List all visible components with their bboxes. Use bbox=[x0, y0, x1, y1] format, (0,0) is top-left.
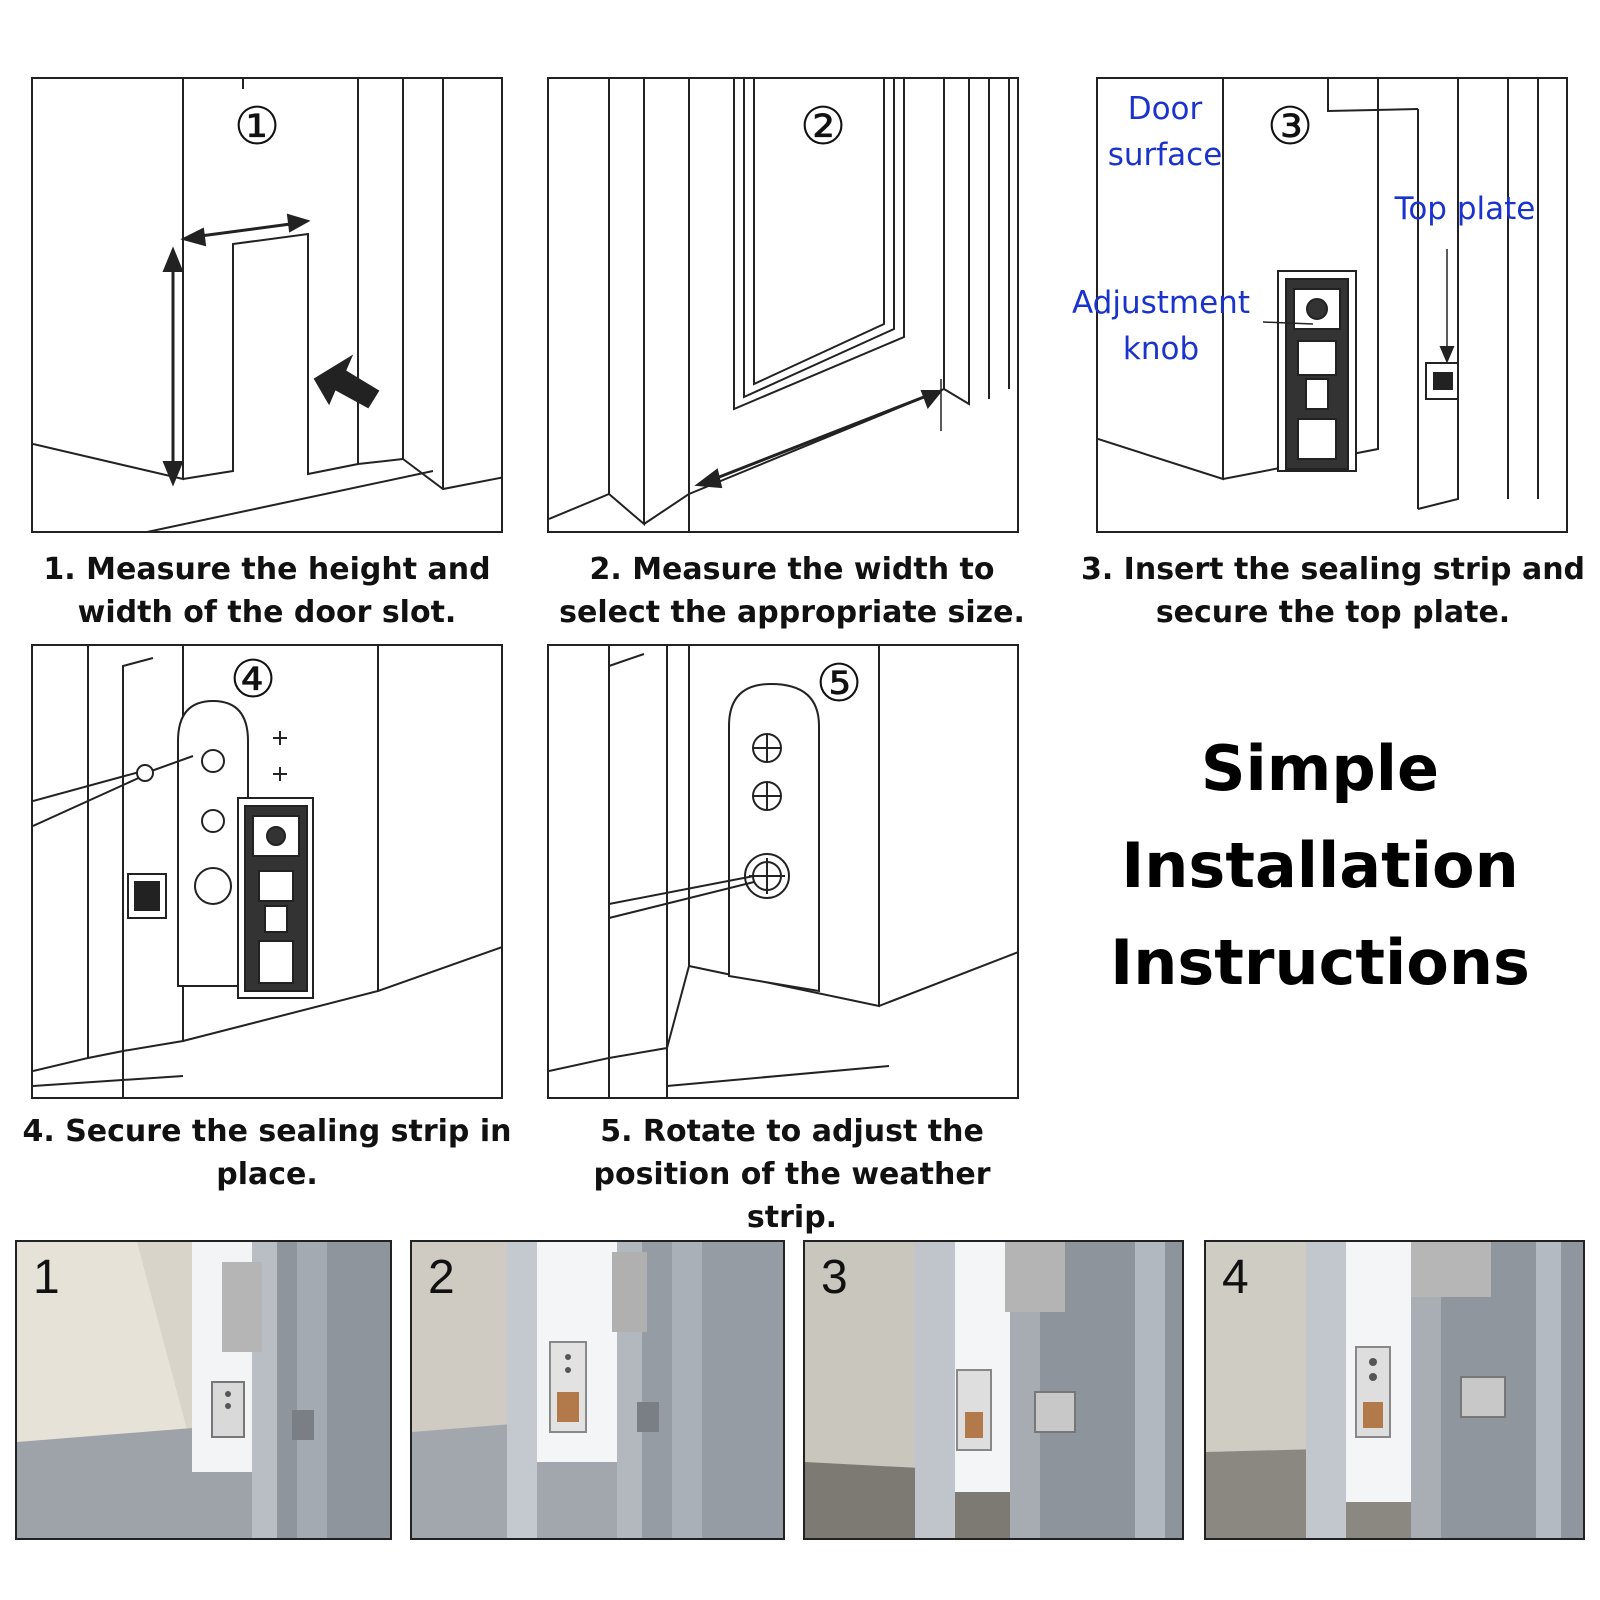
door-surface-line2: surface bbox=[1107, 137, 1223, 173]
step-1-number: ① bbox=[233, 97, 281, 157]
title-line2: Installation bbox=[1121, 829, 1519, 902]
page-title: Simple Installation Instructions bbox=[1080, 720, 1560, 1011]
step-1-illustration bbox=[33, 79, 501, 531]
step-2-caption: 2. Measure the width to select the appro… bbox=[545, 548, 1039, 634]
photo-2-number: 2 bbox=[428, 1251, 455, 1304]
step-3-caption: 3. Insert the sealing strip and secure t… bbox=[1080, 548, 1586, 634]
step-3-panel: ③ bbox=[1096, 77, 1568, 533]
adjustment-knob-label: Adjustment knob bbox=[1066, 280, 1256, 372]
photo-2: 2 bbox=[410, 1240, 785, 1540]
step-4-caption-line2: place. bbox=[216, 1157, 318, 1192]
adjustment-knob-line2: knob bbox=[1122, 331, 1200, 367]
photo-1: 1 bbox=[15, 1240, 392, 1540]
step-4-panel: ④ bbox=[31, 644, 503, 1099]
adjustment-knob-line1: Adjustment bbox=[1072, 285, 1250, 321]
title-line1: Simple bbox=[1200, 732, 1440, 805]
step-5-illustration bbox=[549, 646, 1017, 1097]
photo-4: 4 bbox=[1204, 1240, 1585, 1540]
step-4-number: ④ bbox=[229, 650, 277, 710]
step-4-caption: 4. Secure the sealing strip in place. bbox=[20, 1110, 514, 1196]
step-1-caption: 1. Measure the height and width of the d… bbox=[20, 548, 514, 634]
step-4-caption-line1: 4. Secure the sealing strip in bbox=[22, 1114, 512, 1149]
photo-3: 3 bbox=[803, 1240, 1184, 1540]
step-3-caption-line2: secure the top plate. bbox=[1155, 595, 1511, 630]
photo-4-number: 4 bbox=[1222, 1251, 1249, 1304]
photo-2-image bbox=[412, 1242, 783, 1538]
step-2-panel: ② bbox=[547, 77, 1019, 533]
step-2-number: ② bbox=[799, 97, 847, 157]
step-1-caption-line1: 1. Measure the height and bbox=[43, 552, 491, 587]
step-2-caption-line2: select the appropriate size. bbox=[559, 595, 1025, 630]
step-3-caption-line1: 3. Insert the sealing strip and bbox=[1080, 552, 1586, 587]
step-4-illustration bbox=[33, 646, 501, 1097]
step-1-panel: ① bbox=[31, 77, 503, 533]
photo-1-image bbox=[17, 1242, 390, 1538]
step-3-number: ③ bbox=[1266, 97, 1314, 157]
step-5-caption-line2: position of the weather strip. bbox=[593, 1157, 991, 1235]
photo-3-image bbox=[805, 1242, 1182, 1538]
photo-4-image bbox=[1206, 1242, 1583, 1538]
door-surface-label: Door surface bbox=[1100, 86, 1230, 178]
step-3-illustration bbox=[1098, 79, 1539, 510]
step-5-caption: 5. Rotate to adjust the position of the … bbox=[545, 1110, 1039, 1239]
step-5-number: ⑤ bbox=[815, 654, 863, 714]
step-5-panel: ⑤ bbox=[547, 644, 1019, 1099]
step-2-illustration bbox=[549, 79, 1010, 531]
photo-1-number: 1 bbox=[33, 1251, 60, 1304]
step-2-caption-line1: 2. Measure the width to bbox=[589, 552, 995, 587]
step-1-caption-line2: width of the door slot. bbox=[77, 595, 457, 630]
title-line3: Instructions bbox=[1110, 926, 1530, 999]
top-plate-label: Top plate bbox=[1394, 191, 1536, 227]
step-5-caption-line1: 5. Rotate to adjust the bbox=[600, 1114, 984, 1149]
door-surface-line1: Door bbox=[1127, 91, 1203, 127]
photo-3-number: 3 bbox=[821, 1251, 848, 1304]
